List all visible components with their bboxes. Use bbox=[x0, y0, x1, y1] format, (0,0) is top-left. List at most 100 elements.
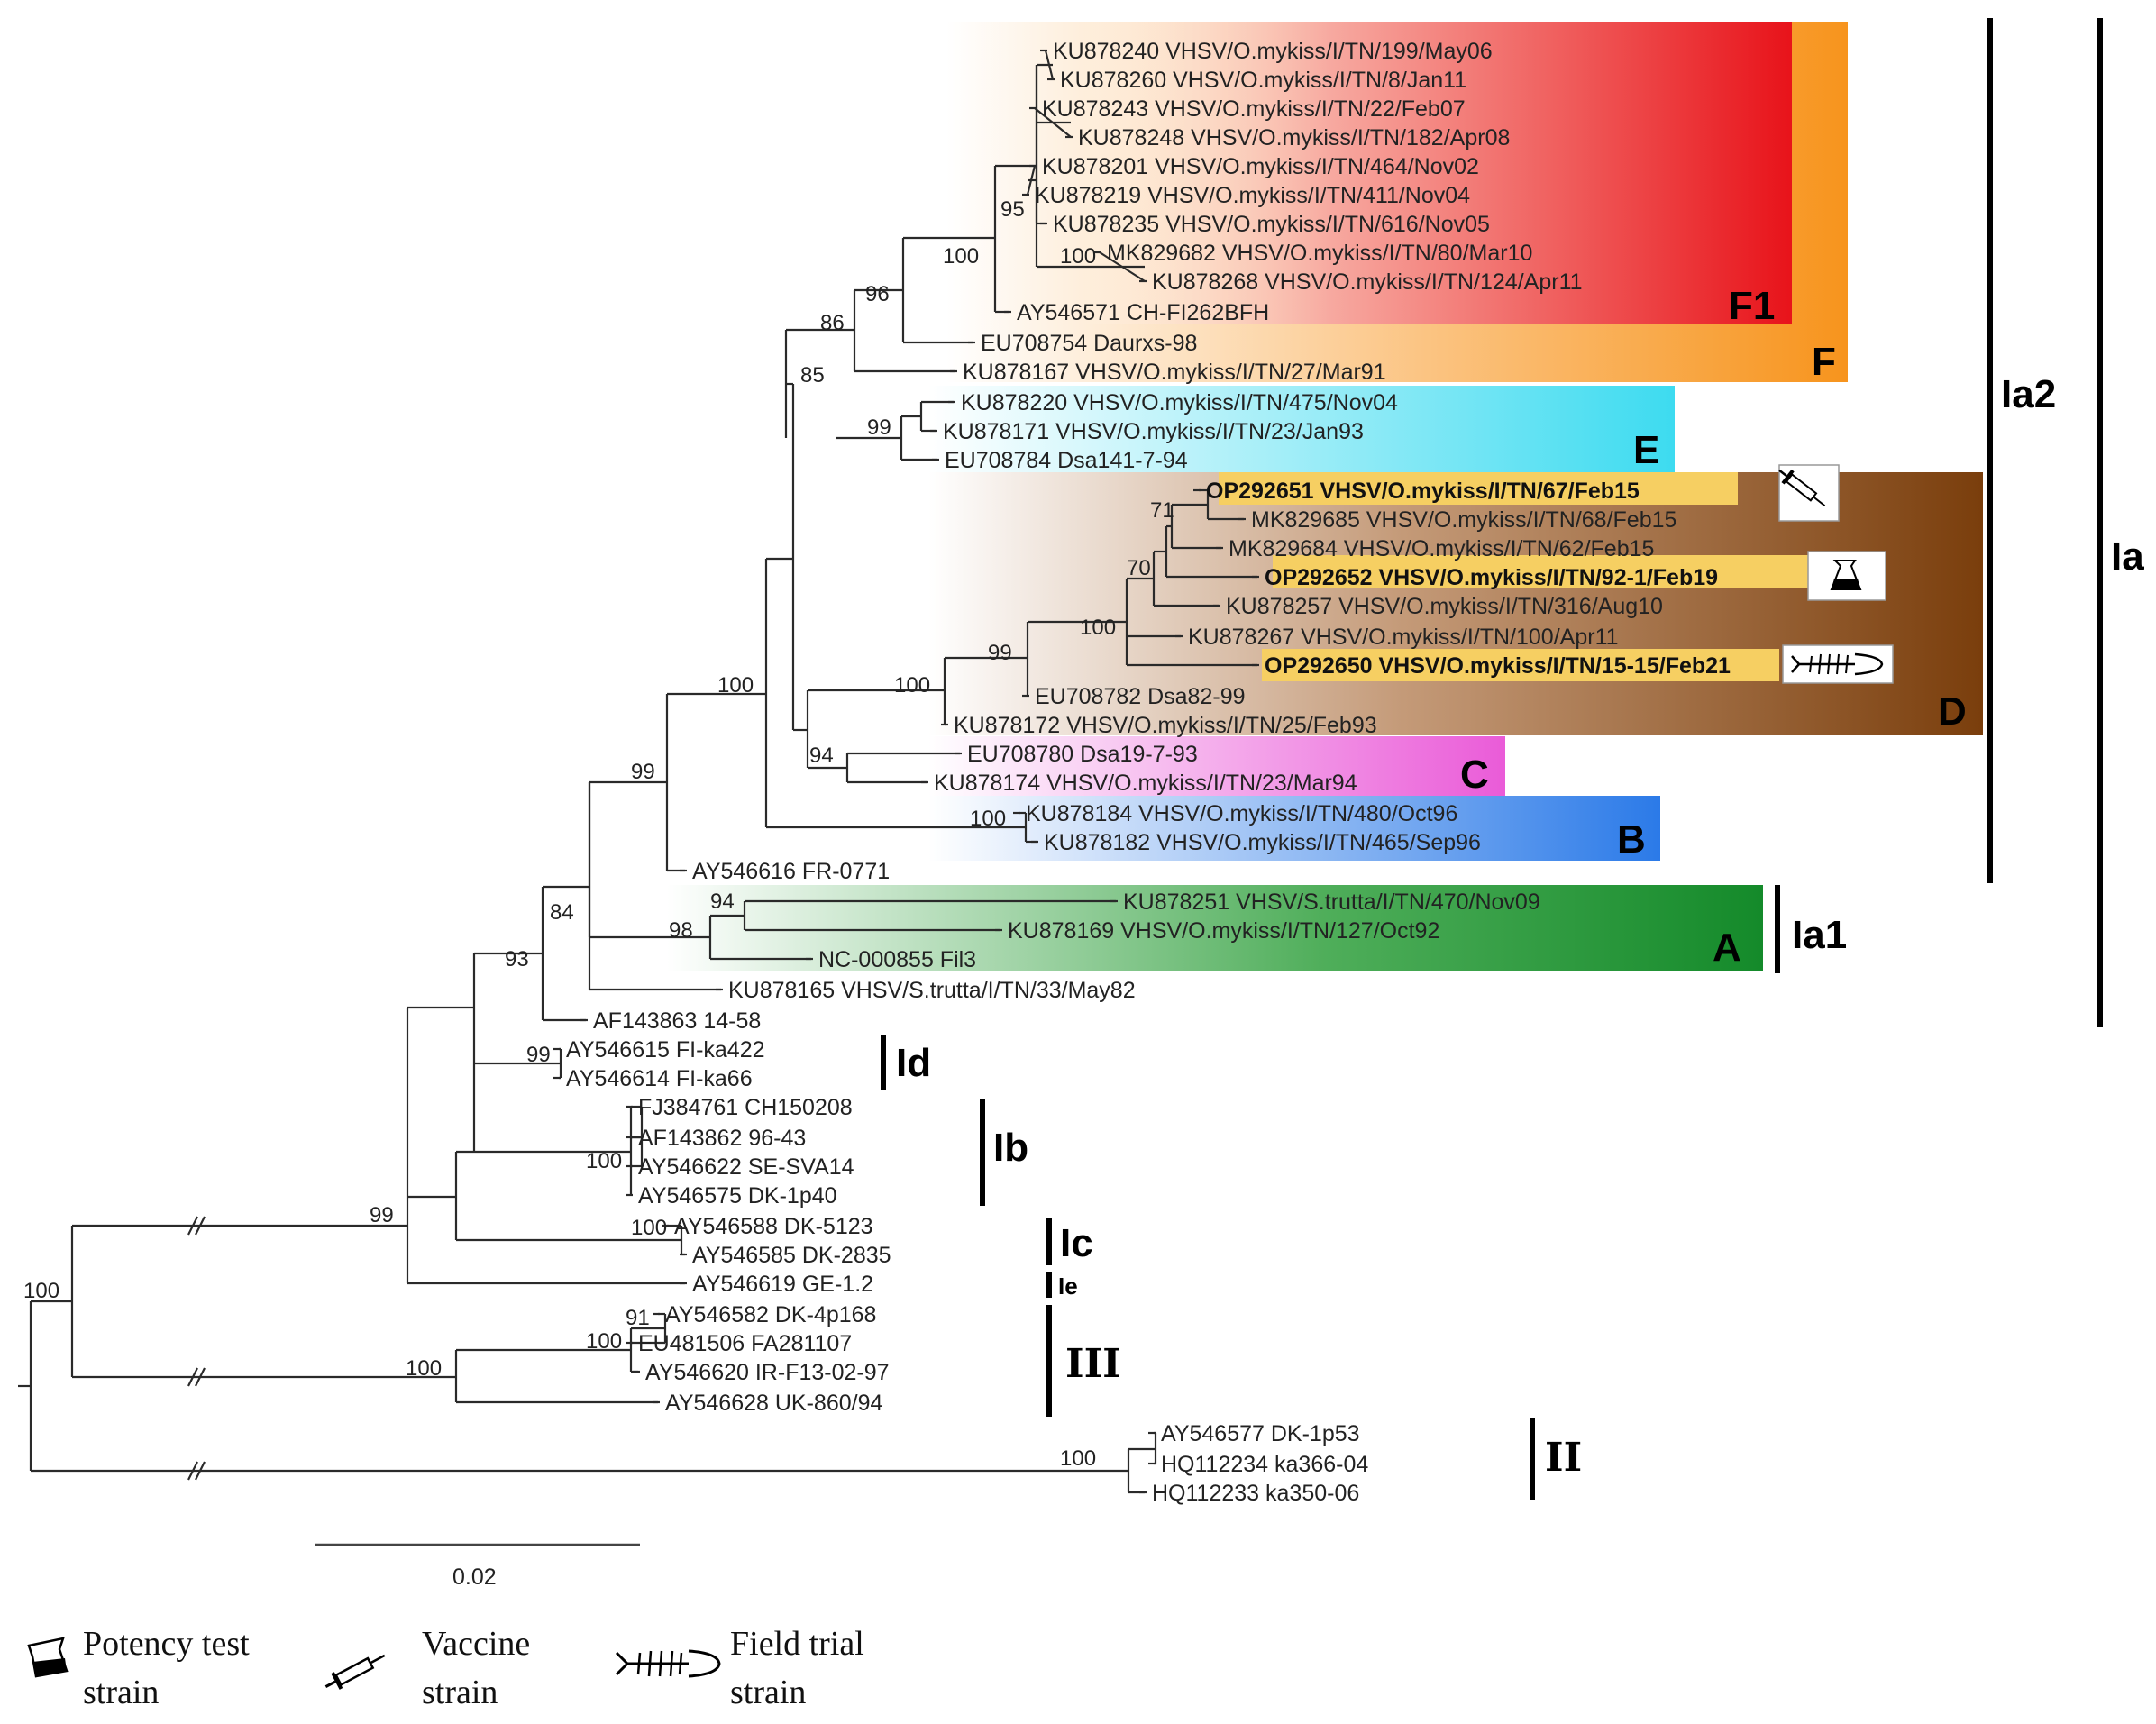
branch-break-mark bbox=[195, 1216, 206, 1236]
clade-A-box bbox=[667, 885, 1763, 971]
tip-label: KU878184 VHSV/O.mykiss/I/TN/480/Oct96 bbox=[1026, 801, 1457, 826]
bootstrap-value: 100 bbox=[1080, 616, 1116, 640]
tip-label: KU878268 VHSV/O.mykiss/I/TN/124/Apr11 bbox=[1152, 269, 1583, 295]
bootstrap-value: 71 bbox=[1150, 498, 1174, 523]
tip-label: KU878201 VHSV/O.mykiss/I/TN/464/Nov02 bbox=[1042, 154, 1479, 179]
group-label-Ic: Ic bbox=[1060, 1221, 1093, 1265]
tip-label: KU878243 VHSV/O.mykiss/I/TN/22/Feb07 bbox=[1042, 96, 1466, 122]
tip-label: EU708780 Dsa19-7-93 bbox=[967, 742, 1198, 767]
bootstrap-value: 99 bbox=[867, 415, 891, 440]
group-label-Ie: Ie bbox=[1058, 1272, 1078, 1300]
tip-label: EU708784 Dsa141-7-94 bbox=[945, 448, 1188, 473]
tip-label: HQ112233 ka350-06 bbox=[1152, 1481, 1359, 1506]
tip-label: AY546620 IR-F13-02-97 bbox=[645, 1360, 890, 1385]
field-trial-strain-icon bbox=[1782, 644, 1894, 684]
branch-break-mark bbox=[187, 1216, 198, 1236]
legend-potency-line2: strain bbox=[83, 1674, 159, 1711]
tip-label: KU878267 VHSV/O.mykiss/I/TN/100/Apr11 bbox=[1188, 625, 1619, 650]
clade-label-B: B bbox=[1617, 817, 1646, 862]
vaccine-strain-icon bbox=[1778, 464, 1840, 522]
tip-label: AF143862 96-43 bbox=[638, 1126, 806, 1151]
legend-field-line2: strain bbox=[730, 1674, 806, 1711]
tip-labels: KU878240 VHSV/O.mykiss/I/TN/199/May06KU8… bbox=[566, 39, 1731, 1506]
legend-potency-icon bbox=[27, 1637, 69, 1678]
tip-label: AF143863 14-58 bbox=[593, 1008, 761, 1034]
bootstrap-value: 93 bbox=[505, 947, 529, 971]
bootstrap-value: 85 bbox=[800, 363, 825, 388]
tip-label: AY546622 SE-SVA14 bbox=[638, 1154, 854, 1180]
tree-branches bbox=[18, 49, 1259, 1494]
tip-label: OP292652 VHSV/O.mykiss/I/TN/92-1/Feb19 bbox=[1265, 565, 1718, 590]
tip-label: AY546575 DK-1p40 bbox=[638, 1183, 837, 1209]
bootstrap-value: 100 bbox=[1060, 1446, 1096, 1471]
tip-label: KU878248 VHSV/O.mykiss/I/TN/182/Apr08 bbox=[1078, 125, 1510, 151]
bootstrap-value: 100 bbox=[943, 244, 979, 269]
tip-label: AY546616 FR-0771 bbox=[692, 859, 890, 884]
tip-label: AY546619 GE-1.2 bbox=[692, 1272, 873, 1297]
tip-label: AY546588 DK-5123 bbox=[674, 1214, 873, 1239]
clade-F1-box bbox=[1082, 22, 1792, 324]
tip-label: NC-000855 Fil3 bbox=[818, 947, 976, 972]
clade-C-box bbox=[928, 736, 1505, 798]
clade-label-F: F bbox=[1812, 340, 1836, 384]
tip-label: KU878182 VHSV/O.mykiss/I/TN/465/Sep96 bbox=[1044, 830, 1481, 855]
clade-label-D: D bbox=[1938, 689, 1967, 734]
tip-label: AY546582 DK-4p168 bbox=[665, 1302, 876, 1327]
group-label-III: III bbox=[1065, 1341, 1121, 1387]
tip-label: KU878235 VHSV/O.mykiss/I/TN/616/Nov05 bbox=[1053, 212, 1490, 237]
tip-label: KU878257 VHSV/O.mykiss/I/TN/316/Aug10 bbox=[1226, 594, 1663, 619]
clade-label-F1: F1 bbox=[1729, 284, 1775, 328]
group-label-II: II bbox=[1545, 1435, 1582, 1481]
group-label-Ia1: Ia1 bbox=[1792, 913, 1847, 957]
bootstrap-value: 100 bbox=[1060, 244, 1096, 269]
clade-E-box bbox=[928, 386, 1675, 476]
tip-label: KU878167 VHSV/O.mykiss/I/TN/27/Mar91 bbox=[963, 360, 1386, 385]
tip-label: AY546614 FI-ka66 bbox=[566, 1066, 753, 1091]
bootstrap-value: 86 bbox=[820, 311, 845, 335]
tip-label: EU708782 Dsa82-99 bbox=[1035, 684, 1246, 709]
tip-label: KU878260 VHSV/O.mykiss/I/TN/8/Jan11 bbox=[1060, 68, 1466, 93]
legend: Potency test strain Vaccine strain Field… bbox=[27, 1625, 864, 1711]
bootstrap-value: 98 bbox=[669, 918, 693, 943]
bootstrap-value: 96 bbox=[865, 282, 890, 306]
bootstrap-value: 84 bbox=[550, 900, 574, 925]
branch-break-mark bbox=[187, 1461, 198, 1481]
tip-label: KU878171 VHSV/O.mykiss/I/TN/23/Jan93 bbox=[943, 419, 1364, 444]
group-label-Id: Id bbox=[896, 1041, 931, 1085]
tip-label: KU878220 VHSV/O.mykiss/I/TN/475/Nov04 bbox=[961, 390, 1398, 415]
tip-label: MK829685 VHSV/O.mykiss/I/TN/68/Feb15 bbox=[1251, 507, 1676, 533]
bootstrap-value: 99 bbox=[526, 1043, 551, 1067]
bootstrap-value: 94 bbox=[710, 889, 735, 914]
legend-field-trial-icon bbox=[615, 1649, 721, 1678]
highlight-OP292652 bbox=[1273, 555, 1808, 588]
tip-label: AY546577 DK-1p53 bbox=[1161, 1421, 1360, 1446]
tip-label: KU878240 VHSV/O.mykiss/I/TN/199/May06 bbox=[1053, 39, 1493, 64]
legend-potency-line1: Potency test bbox=[83, 1625, 250, 1663]
highlight-OP292650 bbox=[1262, 649, 1779, 681]
bootstrap-value: 100 bbox=[586, 1329, 622, 1354]
bootstrap-value: 99 bbox=[370, 1203, 394, 1227]
tip-label: HQ112234 ka366-04 bbox=[1161, 1452, 1368, 1477]
legend-vaccine-line2: strain bbox=[422, 1674, 498, 1711]
tip-label: KU878219 VHSV/O.mykiss/I/TN/411/Nov04 bbox=[1035, 183, 1470, 208]
bootstrap-value: 70 bbox=[1127, 556, 1151, 580]
tip-label: AY546628 UK-860/94 bbox=[665, 1391, 882, 1416]
tip-label: AY546571 CH-FI262BFH bbox=[1017, 300, 1269, 325]
branch-break-mark bbox=[195, 1461, 206, 1481]
clade-label-E: E bbox=[1633, 428, 1659, 472]
legend-field-line1: Field trial bbox=[730, 1625, 864, 1663]
bootstrap-value: 100 bbox=[894, 673, 930, 698]
tip-label: KU878169 VHSV/O.mykiss/I/TN/127/Oct92 bbox=[1008, 918, 1439, 944]
tip-label: AY546615 FI-ka422 bbox=[566, 1037, 765, 1063]
legend-vaccine-line1: Vaccine bbox=[422, 1625, 530, 1663]
bootstrap-value: 100 bbox=[406, 1356, 442, 1381]
bootstrap-value: 100 bbox=[717, 673, 754, 698]
bootstrap-value: 94 bbox=[809, 743, 834, 768]
bootstrap-value: 100 bbox=[23, 1279, 59, 1303]
clade-label-A: A bbox=[1713, 926, 1741, 970]
tip-label: EU708754 Daurxs-98 bbox=[981, 331, 1197, 356]
bootstrap-value: 91 bbox=[626, 1306, 650, 1330]
bootstrap-value: 100 bbox=[631, 1216, 667, 1240]
bootstrap-value: 99 bbox=[988, 641, 1012, 665]
